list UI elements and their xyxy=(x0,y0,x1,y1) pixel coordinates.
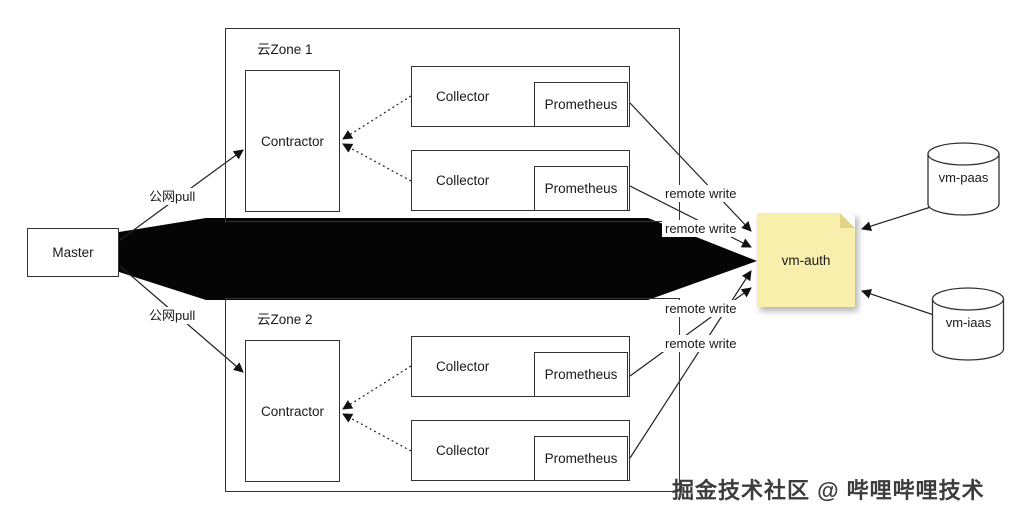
zone-2-prometheus-2-node: Prometheus xyxy=(534,436,628,481)
zone-1-frame xyxy=(225,28,680,222)
vmpaas-vmauth-line xyxy=(861,205,935,232)
zone-2-contractor-node: Contractor xyxy=(245,340,340,482)
zone-2-frame xyxy=(225,298,680,492)
vmiaas-vmauth-line xyxy=(861,289,941,318)
vm-auth-node: vm-auth xyxy=(757,213,855,307)
remote-write-label-3: remote write xyxy=(662,300,740,317)
remote-write-label-4: remote write xyxy=(662,335,740,352)
zone-1-contractor-node: Contractor xyxy=(245,70,340,212)
vm-iaas-cylinder xyxy=(931,287,1005,361)
zone2-collector1-to-contractor-line xyxy=(342,365,412,410)
master-node: Master xyxy=(27,228,119,277)
zone-1-title: 云Zone 1 xyxy=(257,42,313,57)
pull-label-bottom: 公网pull xyxy=(146,307,199,324)
zone-1-prometheus-1-node: Prometheus xyxy=(534,82,628,127)
remote-write-label-2: remote write xyxy=(662,220,740,237)
remote-write-line-1 xyxy=(629,102,752,232)
pull-label-top: 公网pull xyxy=(146,188,199,205)
vm-paas-label: vm-paas xyxy=(938,170,989,185)
watermark-text: 掘金技术社区 @ 哔哩哔哩技术 xyxy=(672,478,985,503)
master-to-vmauth-band-arrow xyxy=(119,218,757,300)
vm-paas-cylinder xyxy=(927,142,1000,216)
zone-2-title: 云Zone 2 xyxy=(257,312,313,327)
zone-2-prometheus-1-node: Prometheus xyxy=(534,352,628,397)
remote-write-label-1: remote write xyxy=(662,185,740,202)
zone-1-prometheus-2-node: Prometheus xyxy=(534,166,628,211)
zone1-collector1-to-contractor-line xyxy=(342,95,412,140)
vm-iaas-label: vm-iaas xyxy=(945,315,992,330)
